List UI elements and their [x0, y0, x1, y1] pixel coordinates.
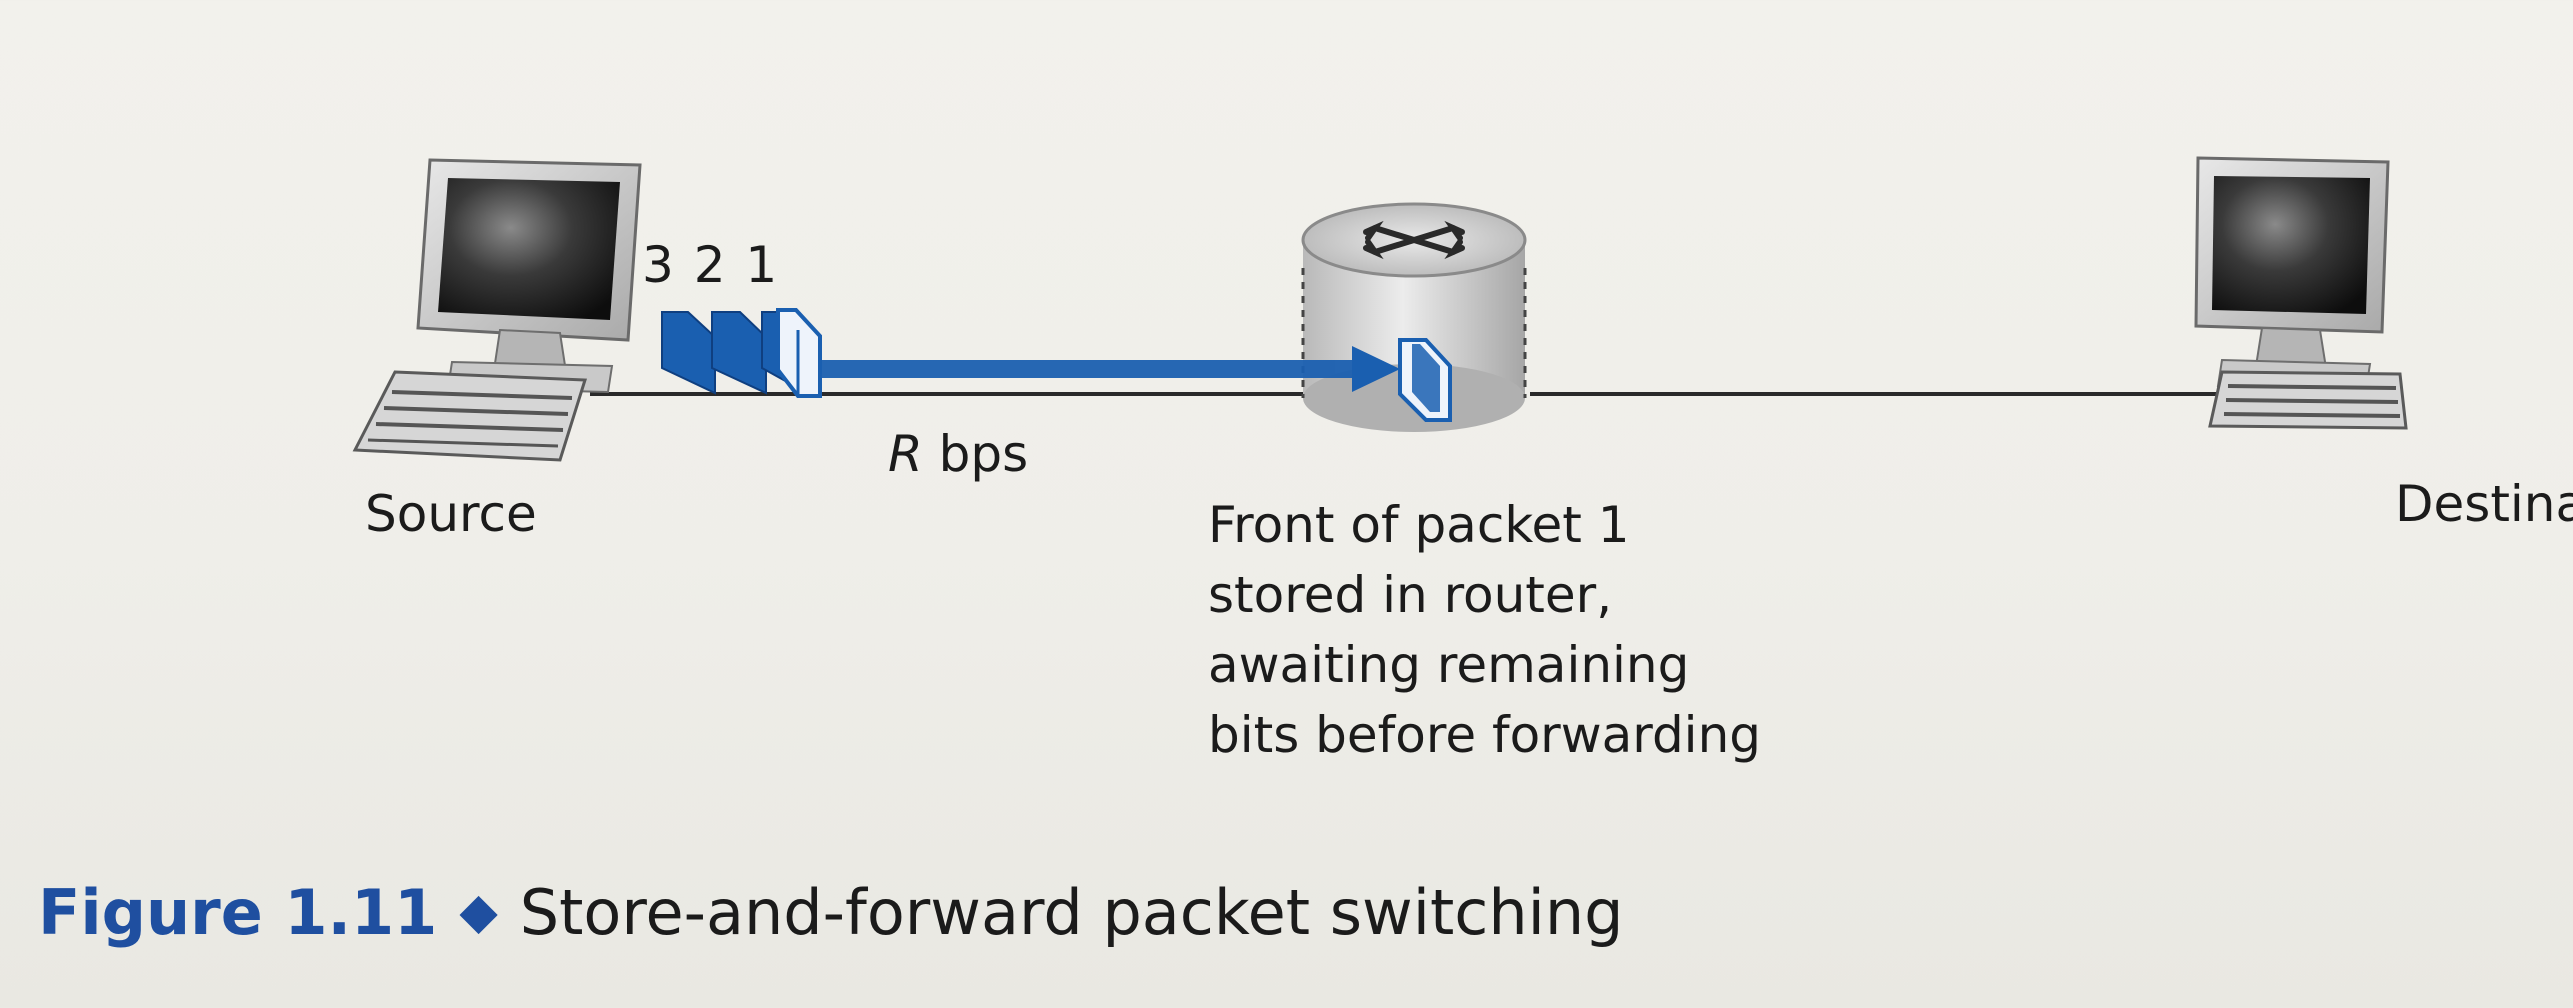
source-computer-icon: [352, 158, 642, 462]
diamond-icon: ◆: [459, 882, 498, 940]
packets-at-source: [661, 308, 822, 398]
packet-3: [661, 311, 716, 395]
figure-number: Figure 1.11: [38, 876, 438, 949]
destination-computer-icon: [2194, 156, 2408, 430]
caption-title: Store-and-forward packet switching: [519, 876, 1624, 949]
packet-numbers-label: 3 2 1: [642, 236, 780, 294]
router-annotation: Front of packet 1 stored in router, awai…: [1208, 496, 1762, 764]
transmission-arrowhead: [1352, 346, 1400, 392]
figure-caption: Figure 1.11 ◆ Store-and-forward packet swi…: [38, 876, 1624, 949]
destination-label: Destination: [2395, 475, 2573, 533]
link-rate-label: R bps: [888, 425, 1028, 483]
packet-2: [711, 311, 767, 395]
rate-symbol: R: [888, 425, 923, 483]
packet-1-front-in-router: [1398, 338, 1452, 422]
router-cross-arrows-icon: [1363, 220, 1465, 260]
source-label: Source: [365, 485, 537, 543]
packet-1-remaining: [761, 308, 822, 398]
rate-unit: bps: [922, 425, 1029, 483]
transmission-beam: [800, 360, 1360, 378]
